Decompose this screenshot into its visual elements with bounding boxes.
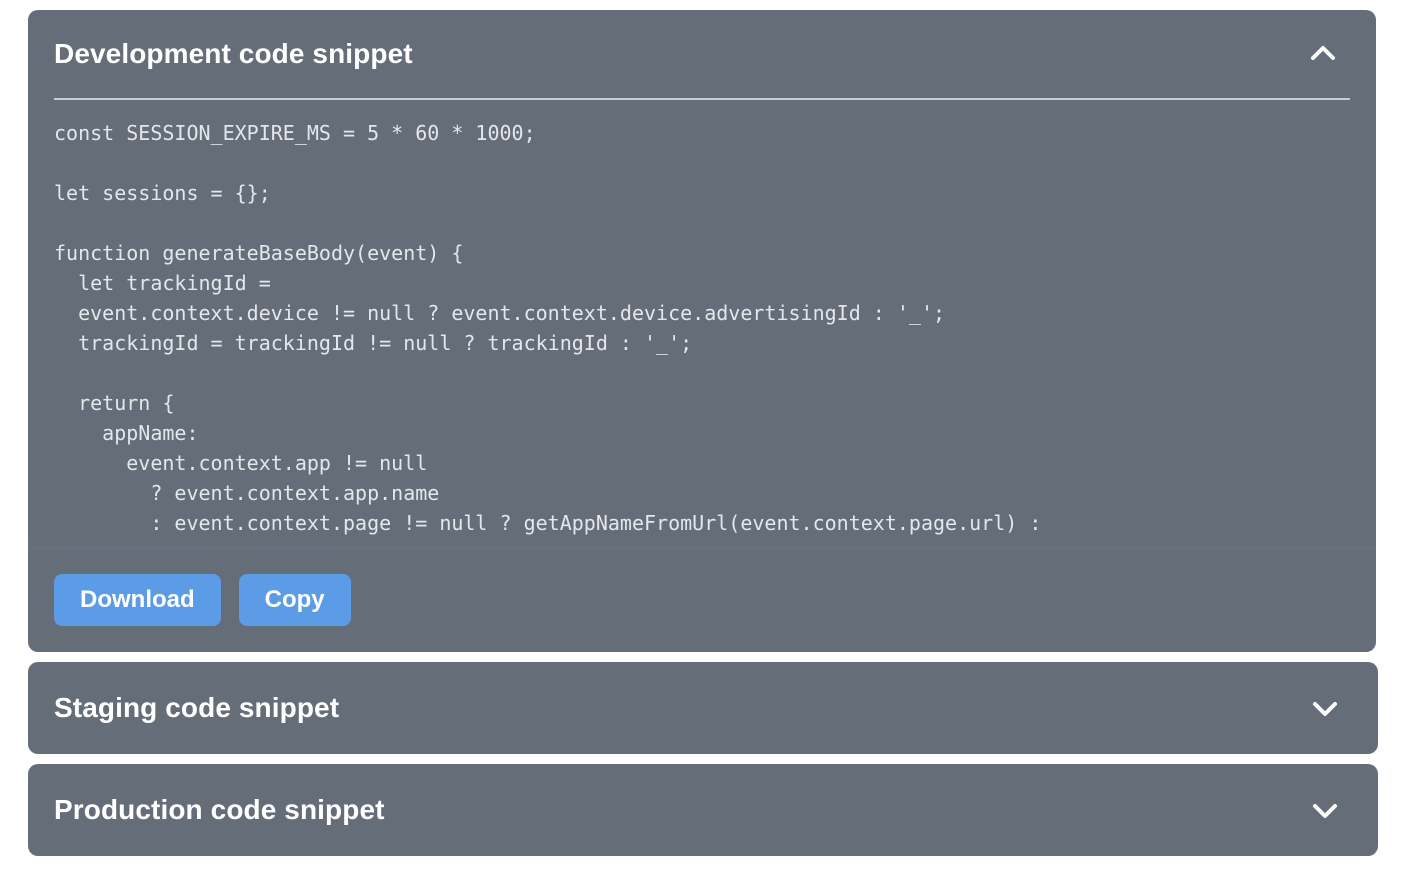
accordion-panel-production[interactable]: Production code snippet	[28, 764, 1378, 856]
code-block-development: const SESSION_EXPIRE_MS = 5 * 60 * 1000;…	[54, 121, 1042, 535]
download-button[interactable]: Download	[54, 574, 221, 626]
accordion-panel-development: Development code snippet const SESSION_E…	[28, 10, 1376, 652]
panel-title-staging: Staging code snippet	[54, 692, 340, 723]
accordion-header-development[interactable]: Development code snippet	[28, 10, 1376, 98]
accordion-header-production[interactable]: Production code snippet	[28, 764, 1378, 856]
code-scroll-area-development[interactable]: const SESSION_EXPIRE_MS = 5 * 60 * 1000;…	[28, 118, 1376, 550]
panel-title-development: Development code snippet	[54, 38, 413, 69]
chevron-down-icon[interactable]	[1308, 793, 1342, 827]
accordion-panel-staging[interactable]: Staging code snippet	[28, 662, 1378, 754]
panel-title-production: Production code snippet	[54, 794, 385, 825]
header-divider	[54, 98, 1350, 100]
chevron-down-icon[interactable]	[1308, 691, 1342, 725]
chevron-up-icon[interactable]	[1306, 37, 1340, 71]
accordion-header-staging[interactable]: Staging code snippet	[28, 662, 1378, 754]
code-actions-development: Download Copy	[28, 550, 1376, 652]
code-viewport-development: const SESSION_EXPIRE_MS = 5 * 60 * 1000;…	[28, 118, 1376, 550]
copy-button[interactable]: Copy	[238, 574, 351, 626]
